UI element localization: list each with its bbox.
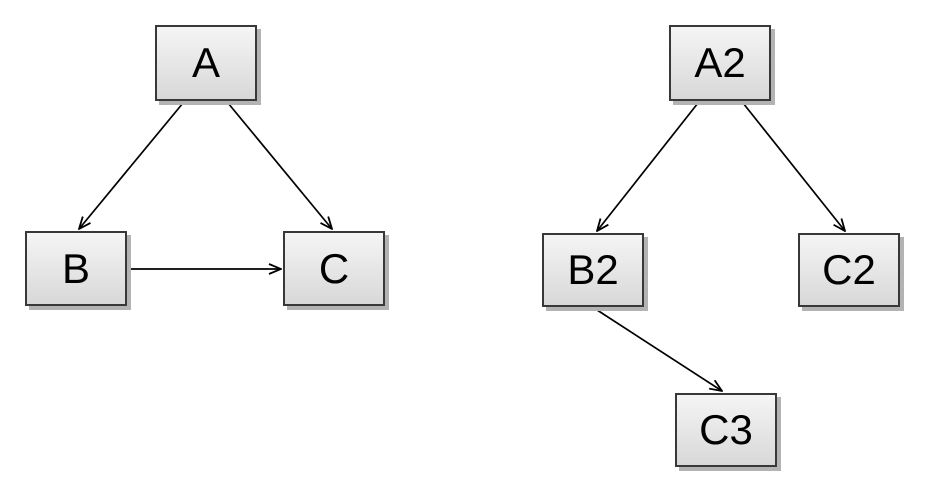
edge-A-B	[79, 102, 184, 229]
node-c[interactable]: C	[283, 231, 385, 306]
node-label-b: B	[61, 244, 90, 292]
node-label-c2: C2	[822, 246, 876, 293]
node-label-a: A	[191, 39, 220, 86]
edge-A2-B2	[597, 102, 699, 231]
node-a[interactable]: A	[155, 25, 257, 101]
node-b2[interactable]: B2	[542, 233, 644, 307]
edge-B2-C3	[593, 307, 722, 391]
node-label-b2: B2	[567, 246, 619, 293]
node-b[interactable]: B	[25, 231, 127, 306]
edge-A-C	[227, 102, 332, 229]
node-label-a2: A2	[694, 39, 746, 86]
node-c3[interactable]: C3	[675, 393, 777, 467]
node-a2[interactable]: A2	[669, 25, 771, 101]
node-label-c: C	[318, 244, 350, 292]
edge-A2-C2	[742, 102, 845, 231]
node-label-c3: C3	[699, 406, 753, 453]
node-c2[interactable]: C2	[798, 233, 900, 307]
